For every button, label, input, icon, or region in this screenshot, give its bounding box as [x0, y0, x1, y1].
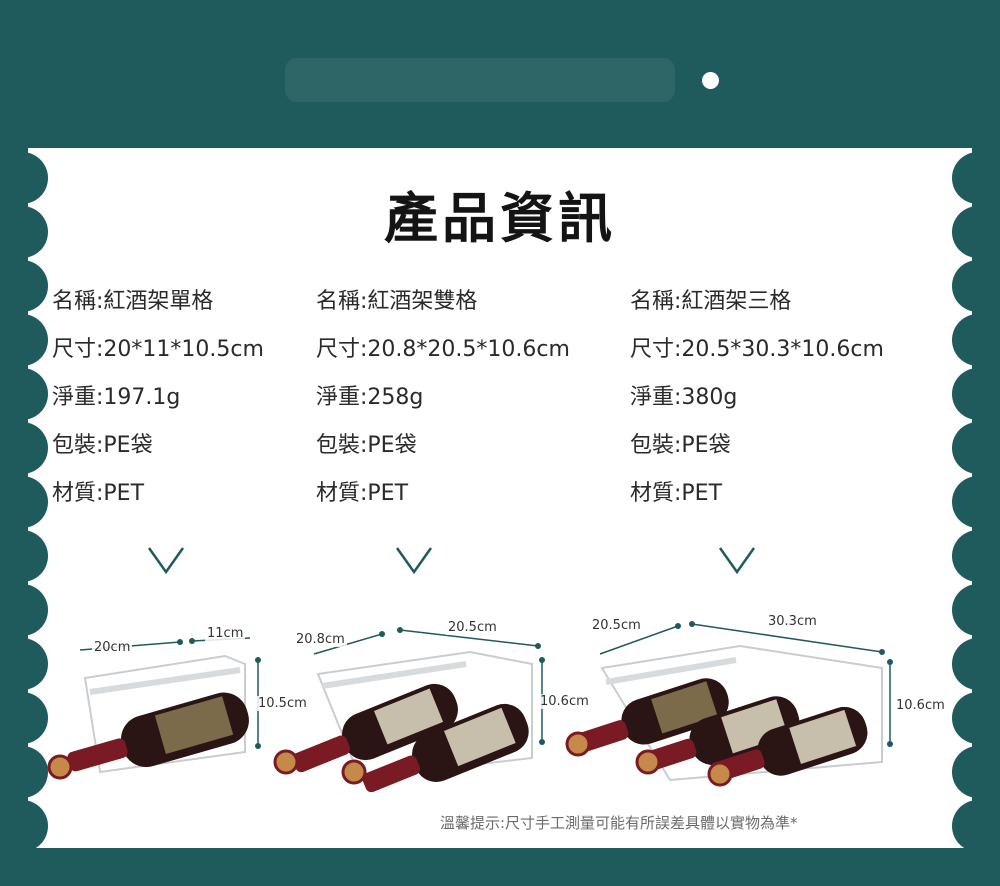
disclaimer-note: 溫馨提示:尺寸手工測量可能有所誤差具體以實物為準* — [440, 814, 798, 832]
spec-material: 材質:PET — [52, 481, 145, 506]
product-spec-double: 名稱:紅酒架雙格 尺寸:20.8*20.5*10.6cm 淨重:258g 包裝:… — [316, 284, 570, 524]
spec-package: 包裝:PE袋 — [316, 433, 417, 458]
spec-name: 名稱:紅酒架三格 — [630, 289, 792, 314]
dim-width: 20.5cm — [446, 620, 499, 635]
spec-material: 材質:PET — [630, 481, 723, 506]
product-spec-triple: 名稱:紅酒架三格 尺寸:20.5*30.3*10.6cm 淨重:380g 包裝:… — [630, 284, 884, 524]
spec-package: 包裝:PE袋 — [630, 433, 731, 458]
spec-material: 材質:PET — [316, 481, 409, 506]
product-image-double: 20.8cm 20.5cm 10.6cm — [270, 612, 591, 793]
spec-name: 名稱:紅酒架單格 — [52, 289, 214, 314]
spec-weight: 淨重:197.1g — [52, 385, 181, 410]
dim-height: 10.6cm — [894, 698, 947, 713]
header-band — [0, 0, 1000, 148]
dot-icon — [702, 72, 719, 89]
chevron-down-icon — [718, 547, 756, 575]
dim-height: 10.6cm — [538, 694, 591, 709]
blurred-heading — [285, 58, 675, 102]
dim-width: 30.3cm — [766, 614, 819, 629]
page-title: 產品資訊 — [384, 187, 616, 250]
product-image-triple: 20.5cm 30.3cm 10.6cm — [560, 612, 960, 792]
dim-width: 11cm — [205, 626, 246, 641]
product-spec-single: 名稱:紅酒架單格 尺寸:20*11*10.5cm 淨重:197.1g 包裝:PE… — [52, 284, 264, 524]
dim-length: 20.8cm — [294, 632, 347, 647]
spec-name: 名稱:紅酒架雙格 — [316, 289, 478, 314]
chevron-down-icon — [395, 547, 433, 575]
chevron-down-icon — [147, 547, 185, 575]
spec-package: 包裝:PE袋 — [52, 433, 153, 458]
spec-size: 尺寸:20*11*10.5cm — [52, 337, 264, 362]
product-image-single: 20cm 11cm 10.5cm — [40, 612, 309, 792]
dim-length: 20cm — [92, 640, 133, 655]
spec-size: 尺寸:20.5*30.3*10.6cm — [630, 337, 884, 362]
dim-length: 20.5cm — [590, 618, 643, 633]
spec-weight: 淨重:380g — [630, 385, 738, 410]
spec-size: 尺寸:20.8*20.5*10.6cm — [316, 337, 570, 362]
spec-weight: 淨重:258g — [316, 385, 424, 410]
dim-height: 10.5cm — [256, 696, 309, 711]
